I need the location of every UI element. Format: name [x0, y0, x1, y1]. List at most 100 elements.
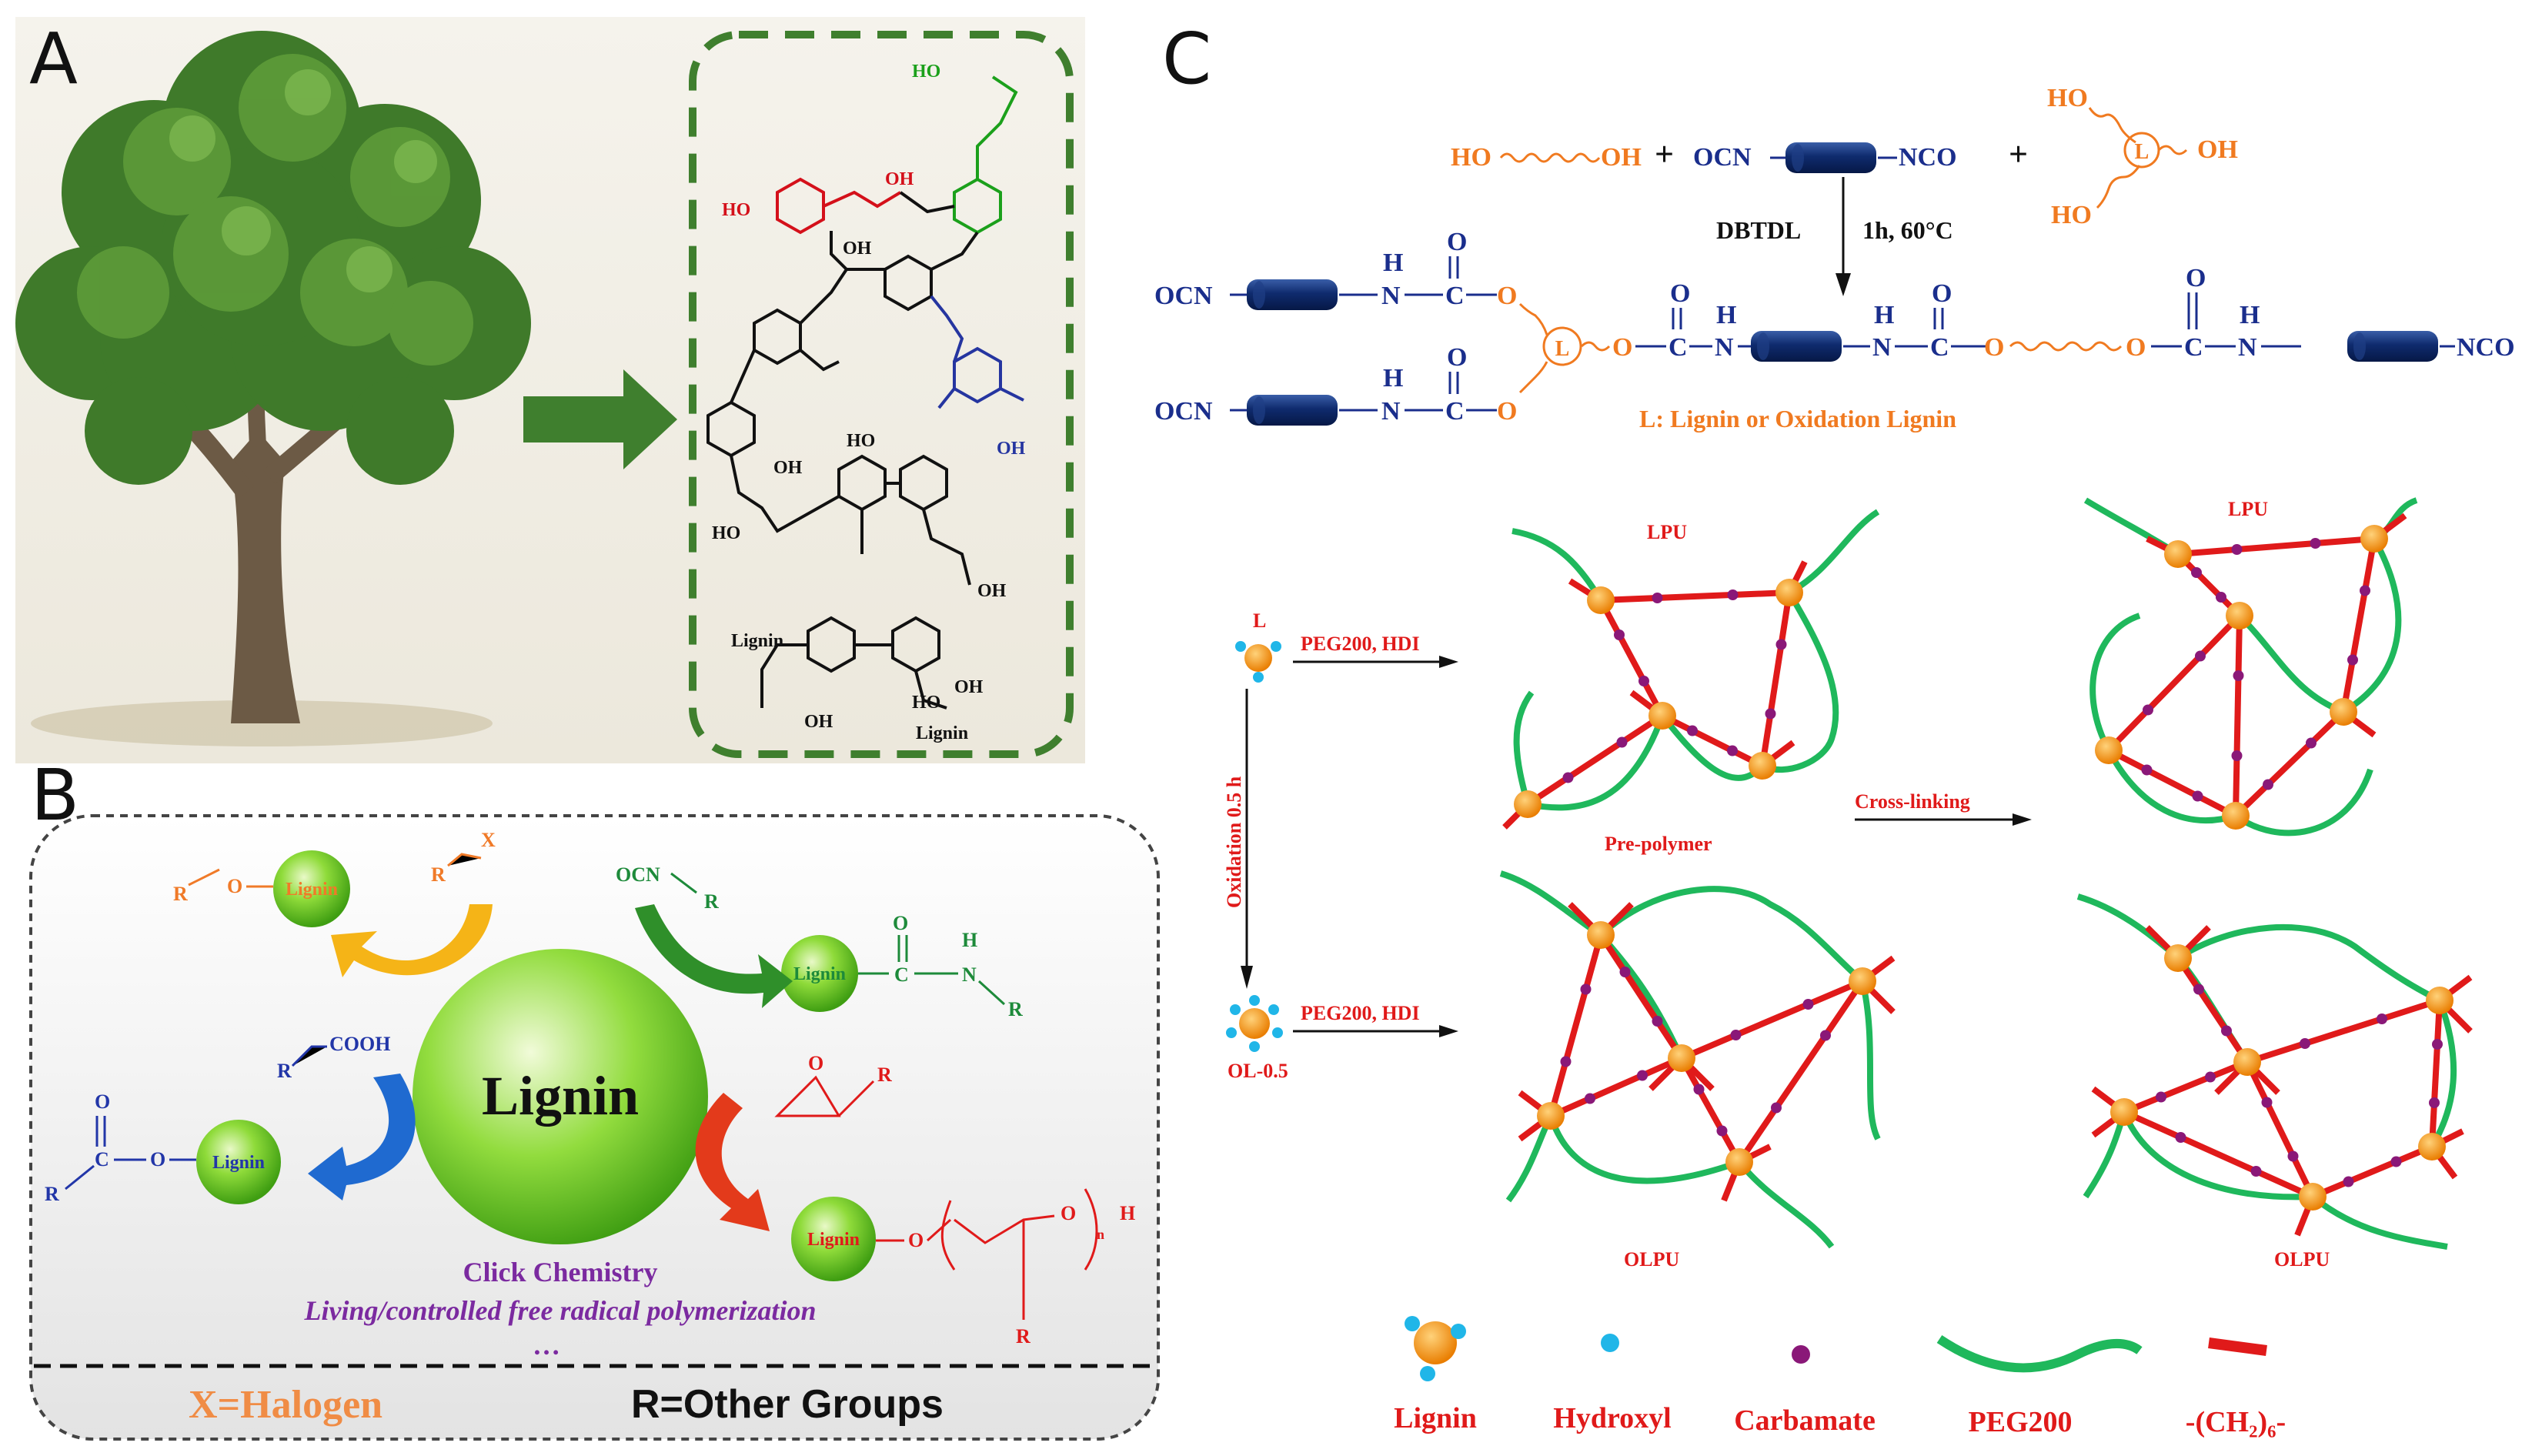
- legend-hexamethylene: -(CH₂)₆-: [2186, 1337, 2286, 1438]
- reactant1-oh: OH: [1601, 143, 1642, 172]
- o-label: O: [150, 1148, 165, 1170]
- carbamate-node: [2175, 1132, 2186, 1143]
- lignin-ball-left: [196, 1120, 281, 1204]
- crosslinking-label: Cross-linking: [1855, 790, 1970, 813]
- r-label: R: [1008, 998, 1023, 1020]
- c-label: C: [95, 1148, 109, 1170]
- hdi-link: [1600, 589, 1790, 603]
- carbamate-node: [1562, 772, 1574, 783]
- lignin-node: [1587, 586, 1615, 614]
- footer-halogen: X=Halogen: [189, 1383, 382, 1427]
- product-o: O: [1447, 228, 1467, 256]
- product-r-label: R: [173, 883, 188, 905]
- hdi-link: [2233, 710, 2346, 818]
- hdi-link: [1548, 933, 1604, 1117]
- oh-label: OH: [773, 458, 803, 478]
- arrow-right-icon: [1439, 656, 1458, 668]
- carbamate-node: [2143, 704, 2153, 716]
- hdi-link: [2123, 1109, 2314, 1200]
- carbamate-node: [1765, 708, 1776, 720]
- lignin-label: Lignin: [916, 723, 968, 743]
- arrow-down-icon: [1836, 273, 1851, 296]
- network-olpu: [1499, 870, 1896, 1249]
- carbonyl-o-label: O: [893, 912, 908, 934]
- hdi-link: [2123, 1059, 2249, 1115]
- carbamate-node: [1614, 629, 1625, 640]
- product-c: C: [2184, 333, 2203, 362]
- peg-chain: [2089, 613, 2141, 752]
- peg-chain: [2121, 1110, 2313, 1201]
- product-n: N: [1872, 333, 1892, 362]
- hdi-link: [1759, 592, 1792, 766]
- tree-icon: [15, 31, 531, 746]
- ocn-label: OCN: [616, 863, 660, 886]
- ho-label: HO: [912, 693, 940, 713]
- carbamate-node: [2306, 737, 2317, 749]
- olpu-label: OLPU: [1624, 1248, 1679, 1271]
- hdi-link: [2177, 536, 2375, 557]
- o-label: O: [908, 1229, 924, 1251]
- hdi-link: [1525, 713, 1665, 807]
- hdi-link: [2107, 747, 2237, 819]
- product-h: H: [2240, 301, 2260, 329]
- legend-lignin: Lignin: [1394, 1316, 1477, 1434]
- product-h: H: [1716, 301, 1736, 329]
- lignin-node: [1587, 921, 1615, 949]
- product-core: L: [1555, 337, 1570, 361]
- legend-hexamethylene-label: -(CH₂)₆-: [2186, 1406, 2286, 1438]
- arrow-curved-red-icon: [695, 1093, 770, 1231]
- carbamate-node: [2343, 1176, 2354, 1187]
- lignin-small-label: Lignin: [793, 964, 846, 984]
- peg-chain: [1527, 714, 1665, 811]
- product-o: O: [1497, 282, 1517, 310]
- product-o: O: [1932, 279, 1952, 308]
- peg-chain: [1859, 980, 1881, 1140]
- carbamate-node: [1730, 1030, 1742, 1040]
- h-label: H: [962, 929, 977, 951]
- product-o: O: [2186, 264, 2206, 292]
- carbamate-node: [1585, 1093, 1595, 1104]
- carbamate-node: [1820, 1030, 1831, 1041]
- lignin-node: [2095, 736, 2123, 764]
- product-o-label: O: [227, 875, 242, 897]
- carbamate-node: [2231, 544, 2243, 555]
- panel-b-chemistry: Lignin R O R X OCN R Lignin O C H N R R …: [45, 829, 1135, 1361]
- ho-label: HO: [847, 431, 875, 451]
- carbamate-node: [2300, 1038, 2310, 1049]
- carbamate-node: [1652, 593, 1663, 603]
- oh-label: OH: [885, 169, 914, 189]
- product-h: H: [1383, 249, 1403, 277]
- ho-label: HO: [912, 62, 940, 82]
- lignin-node: [2222, 802, 2250, 830]
- peg-chain: [1512, 528, 1604, 603]
- network-lpu-prepolymer: [1502, 509, 1880, 830]
- lignin-node: [1849, 967, 1876, 995]
- panel-a-label: A: [29, 18, 78, 100]
- center-lignin-label: Lignin: [482, 1065, 639, 1127]
- method-radical-polymerization: Living/controlled free radical polymeriz…: [304, 1295, 817, 1326]
- reagent-x-label: X: [481, 829, 496, 851]
- carbamate-node: [2390, 1156, 2402, 1167]
- lignin-core-icon: [413, 949, 708, 1244]
- network-lpu-crosslinked: [2083, 497, 2418, 837]
- lignin-node: [2299, 1183, 2327, 1211]
- peg-chain: [1788, 509, 1880, 596]
- arrow-curved-green-icon: [635, 904, 793, 1008]
- n-subscript: n: [1097, 1227, 1104, 1242]
- lignin-label: Lignin: [731, 631, 783, 651]
- product-structure: OCN N H C O O L O C O N H N: [1154, 228, 2515, 432]
- hdi-link: [2429, 1000, 2443, 1147]
- lignin-node: [2426, 987, 2454, 1014]
- carbamate-node: [1638, 676, 1649, 686]
- carbamate-node: [2347, 654, 2358, 666]
- peg-chain: [2076, 893, 2180, 961]
- carbamate-node: [2205, 1071, 2216, 1083]
- route-top-label: PEG200, HDI: [1301, 633, 1420, 655]
- lignin-core-icon: [1542, 326, 1582, 366]
- method-ellipsis: …: [533, 1330, 560, 1361]
- conditions-label: 1h, 60°C: [1862, 216, 1953, 244]
- carbamate-node: [1716, 1125, 1728, 1137]
- peg-chain: [1513, 690, 1535, 806]
- r-label: R: [1016, 1325, 1031, 1347]
